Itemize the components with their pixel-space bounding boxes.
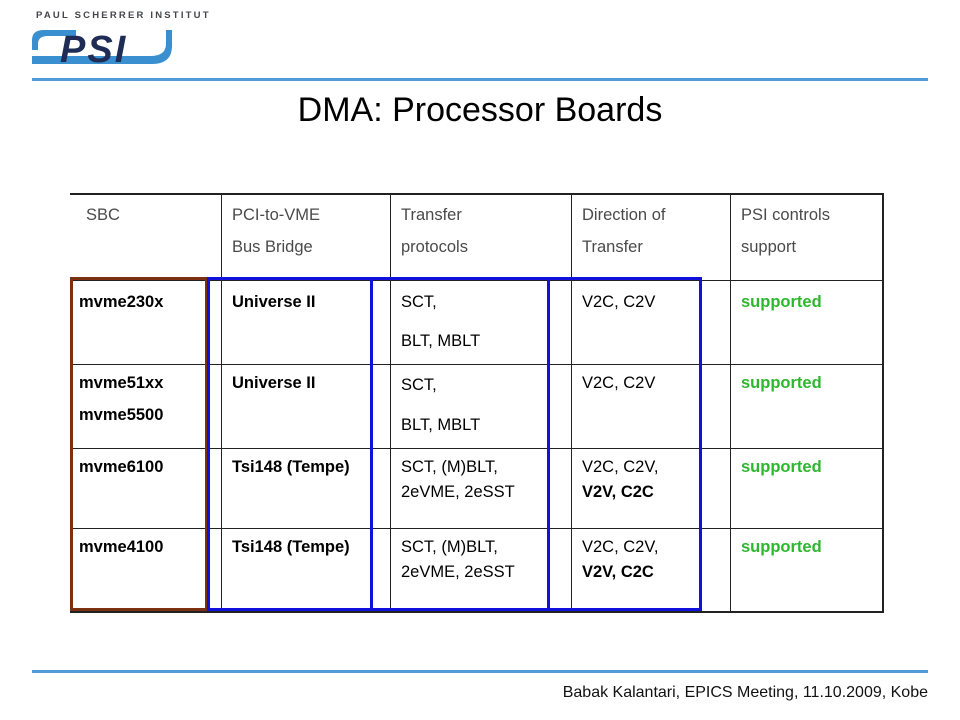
cell-direction: V2C, C2V, V2V, C2C <box>571 447 731 528</box>
cell-line: supported <box>741 457 822 476</box>
cell-line: supported <box>741 373 822 392</box>
header-support: PSI controls support <box>730 193 884 280</box>
header-sbc: SBC <box>70 193 222 280</box>
cell-support: supported <box>730 279 884 364</box>
psi-logo: PAUL SCHERRER INSTITUT PSI <box>30 10 209 71</box>
cell-line: SCT, <box>401 375 437 394</box>
header-line: Direction of <box>582 206 666 224</box>
psi-logo-mark: PSI <box>32 29 172 71</box>
cell-sbc: mvme51xx mvme5500 <box>70 363 222 448</box>
header-direction: Direction of Transfer <box>571 193 731 280</box>
cell-line: Tsi148 (Tempe) <box>232 457 350 476</box>
footer-credit: Babak Kalantari, EPICS Meeting, 11.10.20… <box>562 684 928 701</box>
cell-line: V2C, C2V <box>582 292 656 311</box>
cell-line: BLT, MBLT <box>401 415 481 434</box>
header-line: SBC <box>86 206 120 224</box>
cell-bridge: Tsi148 (Tempe) <box>221 447 391 528</box>
top-rule <box>32 78 928 81</box>
cell-line: Tsi148 (Tempe) <box>232 537 350 556</box>
header-protocols: Transfer protocols <box>390 193 572 280</box>
header-line: Transfer <box>582 238 643 256</box>
cell-sbc: mvme230x <box>70 279 222 364</box>
cell-line: BLT, MBLT <box>401 331 481 350</box>
cell-line: supported <box>741 292 822 311</box>
cell-line: V2C, C2V, <box>582 537 659 556</box>
table-row: mvme6100 Tsi148 (Tempe) SCT, (M)BLT, 2eV… <box>70 447 884 528</box>
cell-protocols: SCT, BLT, MBLT <box>390 363 572 448</box>
table-row: mvme51xx mvme5500 Universe II SCT, BLT, … <box>70 363 884 448</box>
header-line: Transfer <box>401 206 462 224</box>
cell-sbc: mvme4100 <box>70 527 222 613</box>
cell-bridge: Tsi148 (Tempe) <box>221 527 391 613</box>
header-line: PSI controls <box>741 206 830 224</box>
table-row: mvme230x Universe II SCT, BLT, MBLT V2C,… <box>70 279 884 364</box>
cell-bridge: Universe II <box>221 363 391 448</box>
cell-line: mvme6100 <box>79 457 164 476</box>
header-line: protocols <box>401 238 468 256</box>
header-bridge: PCI-to-VME Bus Bridge <box>221 193 391 280</box>
table-row: mvme4100 Tsi148 (Tempe) SCT, (M)BLT, 2eV… <box>70 527 884 613</box>
cell-line: SCT, (M)BLT, <box>401 537 498 556</box>
cell-protocols: SCT, (M)BLT, 2eVME, 2eSST <box>390 447 572 528</box>
cell-support: supported <box>730 363 884 448</box>
header-line: PCI-to-VME <box>232 206 321 224</box>
cell-line: V2V, C2C <box>582 482 654 501</box>
cell-line: supported <box>741 537 822 556</box>
cell-sbc: mvme6100 <box>70 447 222 528</box>
bottom-rule <box>32 670 928 673</box>
psi-logo-letters: PSI <box>60 29 127 71</box>
cell-line: Universe II <box>232 373 316 392</box>
cell-protocols: SCT, (M)BLT, 2eVME, 2eSST <box>390 527 572 613</box>
cell-direction: V2C, C2V <box>571 279 731 364</box>
cell-line: SCT, (M)BLT, <box>401 457 498 476</box>
cell-line: 2eVME, 2eSST <box>401 482 515 501</box>
cell-line: SCT, <box>401 292 437 311</box>
processor-boards-table: SBC PCI-to-VME Bus Bridge Transfer proto… <box>70 193 884 613</box>
cell-line: mvme5500 <box>79 405 164 424</box>
cell-line: mvme4100 <box>79 537 164 556</box>
header-line: support <box>741 238 797 256</box>
cell-line: Universe II <box>232 292 316 311</box>
cell-bridge: Universe II <box>221 279 391 364</box>
cell-line: mvme230x <box>79 292 164 311</box>
cell-line: V2C, C2V, <box>582 457 659 476</box>
cell-line: V2V, C2C <box>582 562 654 581</box>
header-line: Bus Bridge <box>232 238 313 256</box>
cell-direction: V2C, C2V, V2V, C2C <box>571 527 731 613</box>
cell-support: supported <box>730 447 884 528</box>
slide-title: DMA: Processor Boards <box>297 91 663 129</box>
cell-line: mvme51xx <box>79 373 164 392</box>
cell-line: 2eVME, 2eSST <box>401 562 515 581</box>
cell-line: V2C, C2V <box>582 373 656 392</box>
institute-name: PAUL SCHERRER INSTITUT <box>36 10 211 21</box>
cell-protocols: SCT, BLT, MBLT <box>390 279 572 364</box>
cell-support: supported <box>730 527 884 613</box>
table-header-row: SBC PCI-to-VME Bus Bridge Transfer proto… <box>70 193 884 280</box>
cell-direction: V2C, C2V <box>571 363 731 448</box>
